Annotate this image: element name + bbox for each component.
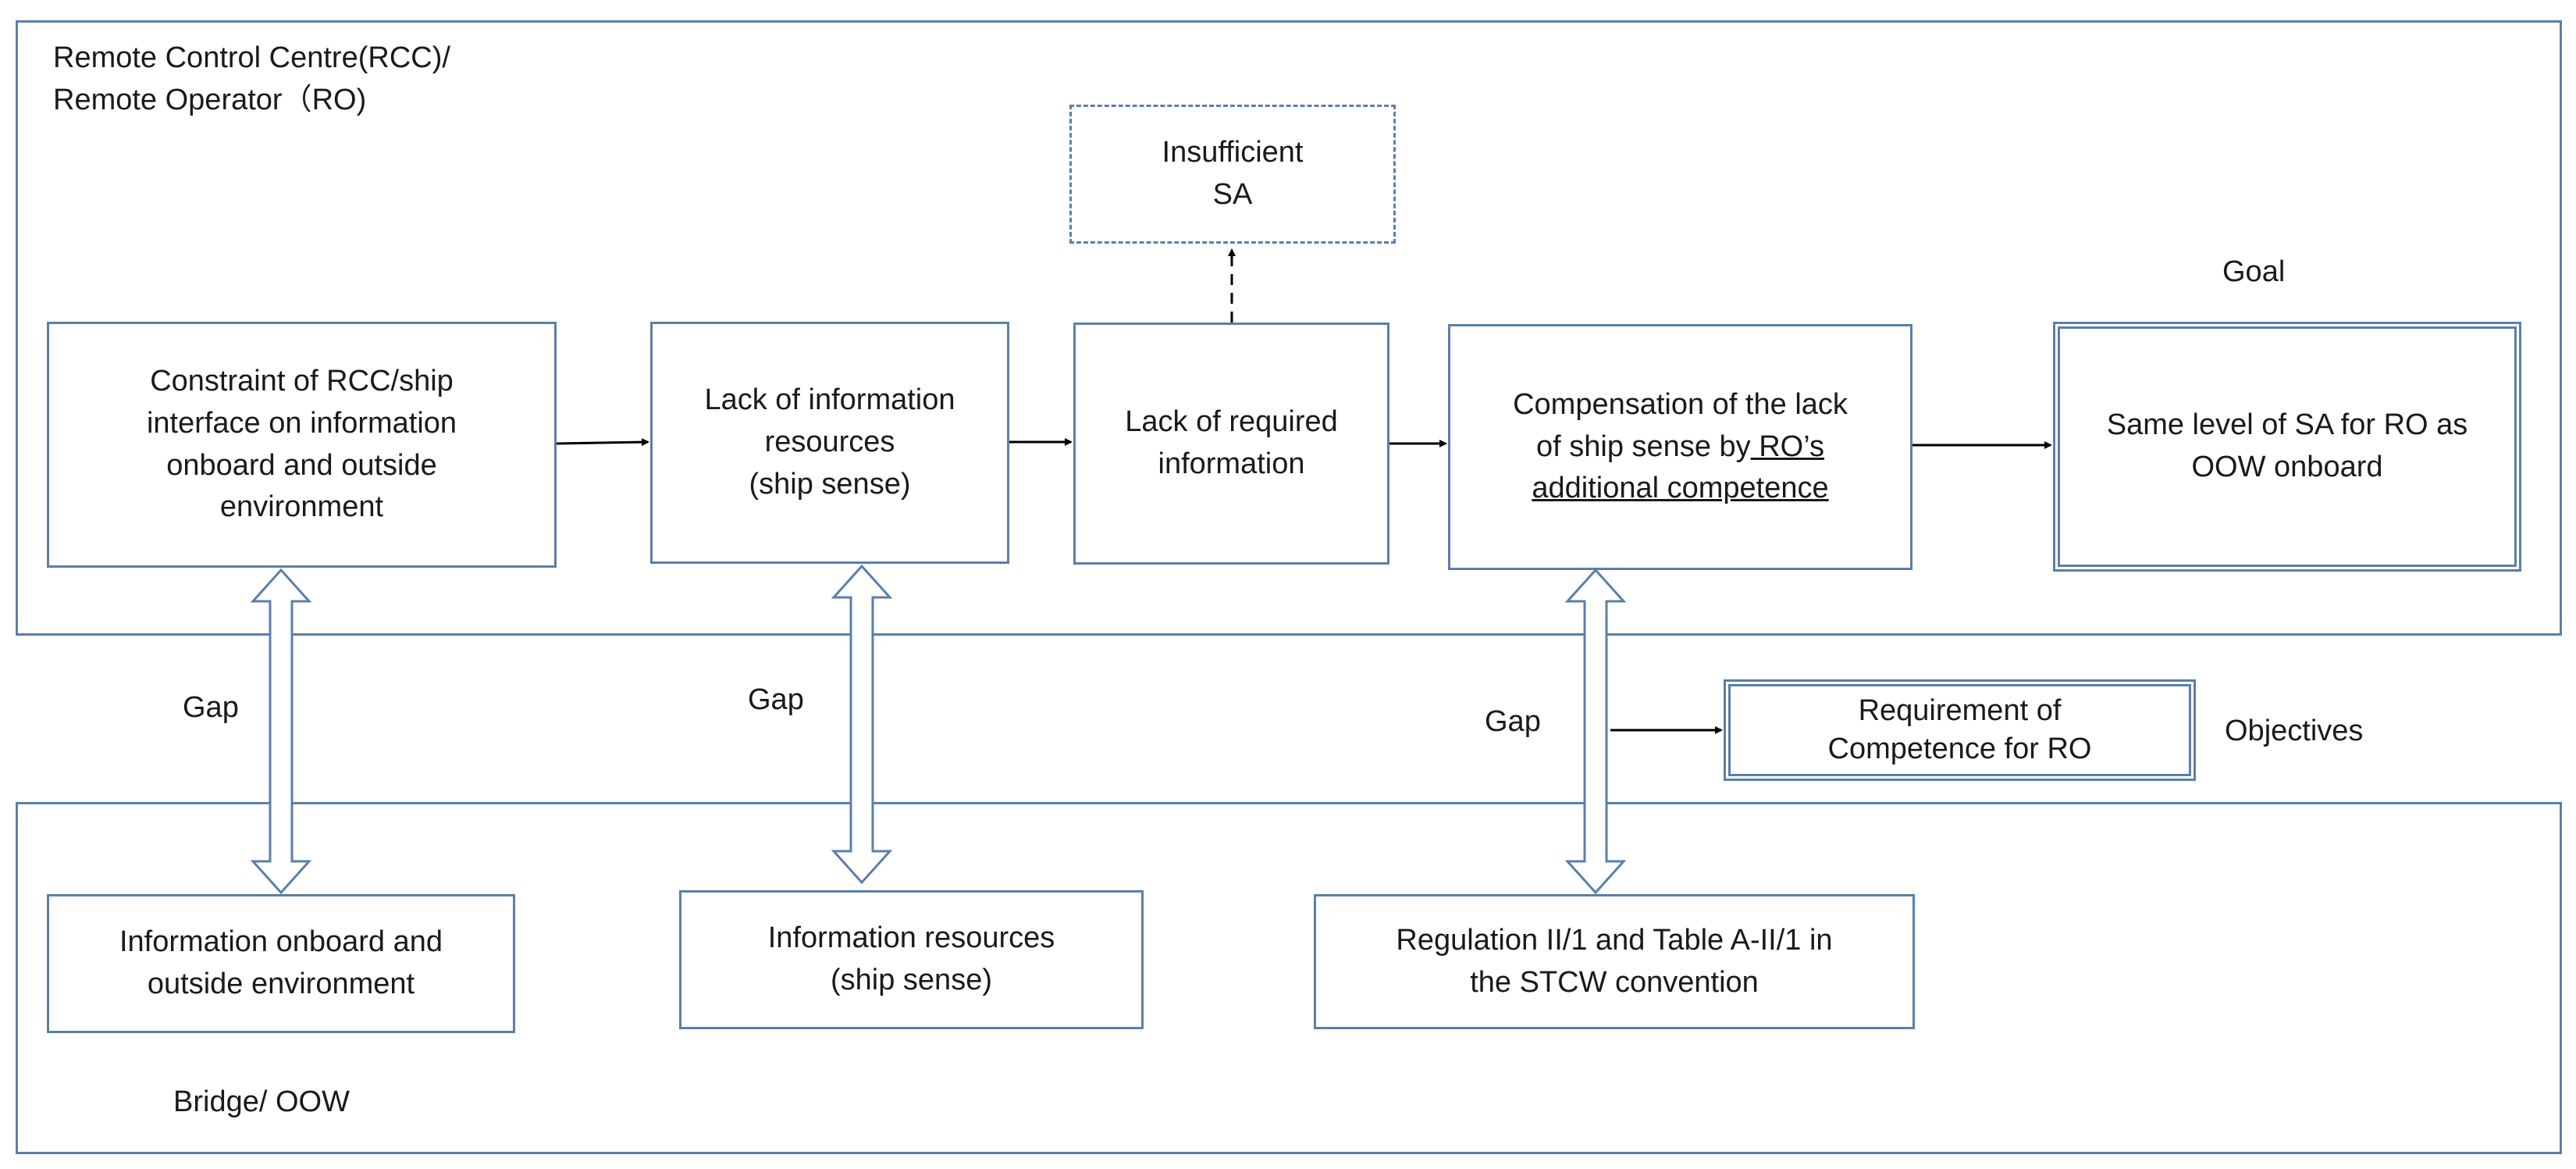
rcc-label-line2: Remote Operator（RO) xyxy=(53,83,367,116)
gap-label-3: Gap xyxy=(1485,701,1541,743)
info-resources-line2: (ship sense) xyxy=(831,964,992,996)
bridge-region xyxy=(16,802,2562,1154)
info-onboard-line1: Information onboard and xyxy=(119,925,443,959)
same-level-line2: OOW onboard xyxy=(2191,451,2383,483)
insufficient-line2: SA xyxy=(1212,178,1253,211)
info-onboard-line2: outside environment xyxy=(147,968,415,1000)
same-level-line1: Same level of SA for RO as xyxy=(2106,408,2468,442)
objectives-text: Objectives xyxy=(2225,715,2364,747)
compensation-line2: of ship sense by RO’s xyxy=(1513,426,1848,469)
rcc-region-label: Remote Control Centre(RCC)/ Remote Opera… xyxy=(53,37,450,122)
constraint-box: Constraint of RCC/ship interface on info… xyxy=(47,322,557,568)
rcc-region xyxy=(16,20,2562,636)
regulation-box: Regulation II/1 and Table A-II/1 in the … xyxy=(1314,894,1915,1029)
compensation-line2-underlined: RO’s xyxy=(1750,429,1824,463)
insufficient-sa-box: Insufficient SA xyxy=(1069,105,1396,244)
gap-label-2: Gap xyxy=(748,679,804,722)
gap-double-arrow-1 xyxy=(250,568,312,895)
rcc-label-line1: Remote Control Centre(RCC)/ xyxy=(53,41,450,74)
objectives-label: Objectives xyxy=(2225,711,2363,753)
lack-required-box: Lack of required information xyxy=(1073,323,1389,565)
regulation-line2: the STCW convention xyxy=(1470,965,1759,999)
gap-double-arrows xyxy=(250,564,1627,895)
arrow-constraint-to-lack-resources xyxy=(556,438,649,447)
requirement-line2: Competence for RO xyxy=(1827,732,2092,765)
lack-resources-line2: resources xyxy=(764,426,895,459)
flow-arrows xyxy=(556,248,2052,734)
gap-label-1: Gap xyxy=(183,687,239,729)
compensation-box: Compensation of the lack of ship sense b… xyxy=(1448,324,1912,570)
lack-required-line1: Lack of required xyxy=(1125,405,1338,439)
gap-text-2: Gap xyxy=(748,683,804,716)
lack-required-line2: information xyxy=(1158,447,1305,480)
insufficient-line1: Insufficient xyxy=(1162,136,1304,169)
gap-double-arrow-2 xyxy=(831,564,893,885)
lack-resources-line1: Lack of information xyxy=(704,383,955,417)
gap-double-arrow-3 xyxy=(1564,568,1627,895)
constraint-line2: interface on information xyxy=(146,406,457,440)
compensation-line3: additional competence xyxy=(1532,472,1829,505)
same-level-box: Same level of SA for RO as OOW onboard xyxy=(2053,322,2521,572)
goal-label: Goal xyxy=(2222,251,2285,294)
constraint-line4: environment xyxy=(219,490,384,524)
goal-text: Goal xyxy=(2222,255,2286,288)
regulation-line1: Regulation II/1 and Table A-II/1 in xyxy=(1396,923,1833,957)
bridge-label-text: Bridge/ OOW xyxy=(173,1085,350,1118)
constraint-line1: Constraint of RCC/ship xyxy=(150,364,454,397)
gap-text-1: Gap xyxy=(183,691,239,724)
info-onboard-box: Information onboard and outside environm… xyxy=(47,894,515,1033)
info-resources-box: Information resources (ship sense) xyxy=(679,890,1144,1029)
gap-text-3: Gap xyxy=(1485,705,1541,738)
lack-resources-box: Lack of information resources (ship sens… xyxy=(650,322,1009,564)
requirement-box: Requirement of Competence for RO xyxy=(1724,679,2196,781)
info-resources-line1: Information resources xyxy=(767,921,1055,955)
compensation-line1: Compensation of the lack xyxy=(1513,387,1848,421)
compensation-line2-plain: of ship sense by xyxy=(1536,429,1751,463)
lack-resources-line3: (ship sense) xyxy=(749,467,911,501)
constraint-line3: onboard and outside xyxy=(166,448,437,482)
bridge-region-label: Bridge/ OOW xyxy=(173,1082,350,1124)
requirement-line1: Requirement of xyxy=(1858,693,2062,727)
